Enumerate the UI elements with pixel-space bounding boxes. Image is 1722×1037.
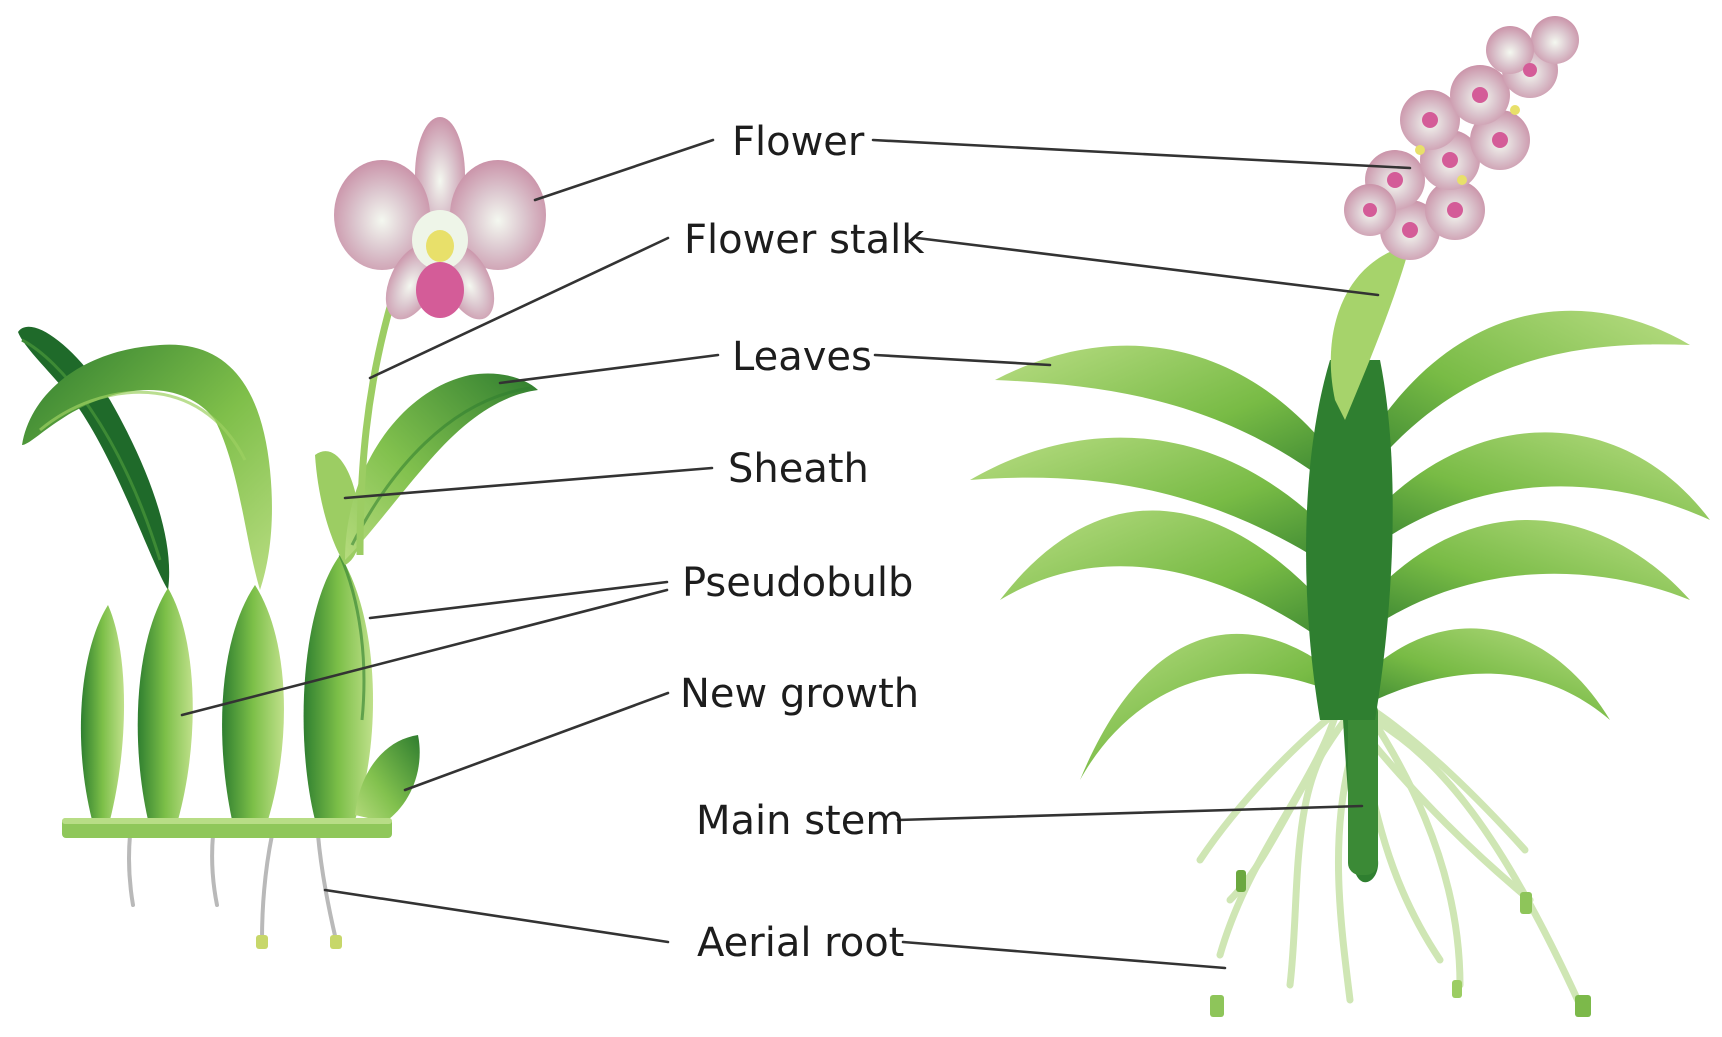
label-aerial-root: Aerial root bbox=[697, 920, 904, 966]
label-flower: Flower bbox=[732, 119, 865, 165]
leader-aerial-root-right bbox=[903, 942, 1225, 968]
label-sheath: Sheath bbox=[728, 446, 869, 492]
pseudobulbs bbox=[81, 555, 373, 820]
right-flower-cluster bbox=[1344, 16, 1579, 260]
left-orchid-illustration bbox=[18, 117, 546, 949]
label-flower-stalk: Flower stalk bbox=[684, 217, 925, 263]
label-new-growth: New growth bbox=[680, 671, 919, 717]
leader-leaves-left bbox=[500, 355, 718, 383]
front-leaf bbox=[345, 373, 538, 560]
leader-new-growth bbox=[405, 693, 668, 790]
leader-leaves-right bbox=[875, 355, 1050, 365]
leader-pseudobulb-1 bbox=[370, 582, 667, 618]
labels: Flower Flower stalk Leaves Sheath Pseudo… bbox=[680, 119, 925, 966]
leader-aerial-root-left bbox=[325, 890, 668, 942]
label-leaves: Leaves bbox=[732, 334, 872, 380]
right-orchid-illustration bbox=[970, 16, 1710, 1017]
leader-main-stem bbox=[898, 806, 1362, 820]
left-aerial-roots bbox=[129, 835, 342, 949]
leader-flower-right bbox=[873, 140, 1410, 168]
leader-stalk-right bbox=[917, 238, 1378, 295]
right-aerial-roots bbox=[1200, 700, 1591, 1017]
leader-flower-left bbox=[535, 140, 713, 200]
left-flower bbox=[334, 117, 546, 328]
label-main-stem: Main stem bbox=[696, 798, 904, 844]
label-pseudobulb: Pseudobulb bbox=[682, 560, 913, 606]
